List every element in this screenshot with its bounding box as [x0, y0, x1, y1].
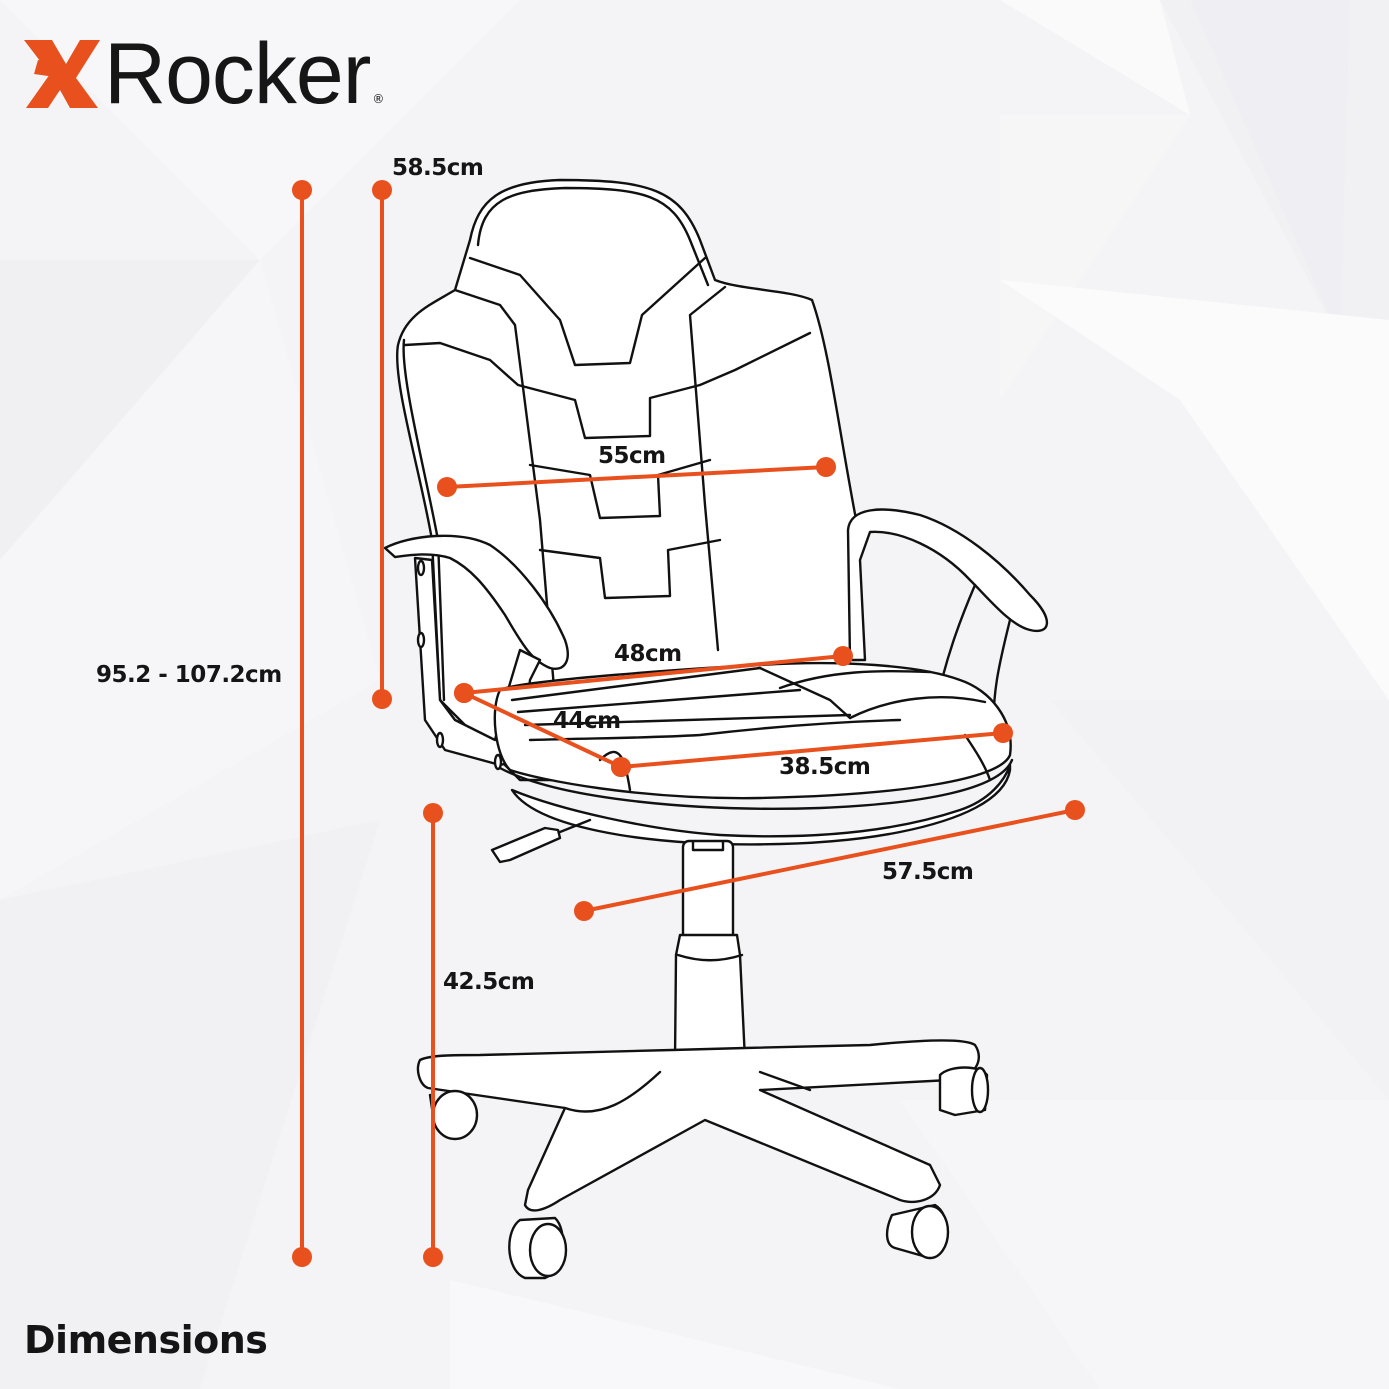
dimension-endpoint-dot	[423, 803, 443, 823]
dimension-endpoint-dot	[833, 646, 853, 666]
tilt-lever	[490, 826, 562, 864]
brand-wordmark: Rocker	[104, 26, 371, 122]
dimension-endpoint-dot	[372, 180, 392, 200]
dimension-endpoint-dot	[292, 1247, 312, 1267]
dimension-seat-height	[423, 803, 443, 1267]
dimension-label-seat-width-rear: 48cm	[614, 641, 682, 667]
dimension-backrest-width	[437, 457, 836, 497]
registered-mark: ®	[372, 92, 385, 106]
dimension-label-base-width: 57.5cm	[882, 859, 974, 885]
chair-base	[416, 1039, 981, 1212]
dimension-line	[463, 654, 844, 695]
dimension-endpoint-dot	[1065, 800, 1085, 820]
dimension-label-backrest-height: 58.5cm	[392, 155, 484, 181]
dimension-label-backrest-width: 55cm	[598, 443, 666, 469]
dimension-endpoint-dot	[437, 477, 457, 497]
brand-logo: Rocker ®	[22, 26, 385, 122]
dimension-line	[583, 808, 1076, 913]
dimension-label-seat-width-front: 38.5cm	[779, 754, 871, 780]
dimension-line	[446, 465, 827, 489]
dimension-backrest-height	[372, 180, 392, 709]
dimension-seat-width-front	[611, 723, 1013, 777]
right-armrest	[846, 508, 1049, 662]
x-mark-icon	[24, 40, 100, 108]
dimension-label-seat-height: 42.5cm	[443, 969, 535, 995]
page-title: Dimensions	[24, 1318, 268, 1362]
dimension-endpoint-dot	[372, 689, 392, 709]
dimension-overall-height	[292, 180, 312, 1267]
dimension-label-seat-depth: 44cm	[553, 708, 621, 734]
dimension-endpoint-dot	[454, 683, 474, 703]
dimension-endpoint-dot	[292, 180, 312, 200]
dimension-line	[463, 691, 622, 769]
seat-underside	[510, 763, 1012, 846]
dimension-endpoint-dot	[816, 457, 836, 477]
dimension-line	[620, 731, 1004, 769]
dimension-endpoint-dot	[611, 757, 631, 777]
dimension-endpoint-dot	[423, 1247, 443, 1267]
dimension-base-width	[574, 800, 1085, 921]
dimension-label-overall-height: 95.2 - 107.2cm	[96, 662, 282, 688]
dimension-endpoint-dot	[993, 723, 1013, 743]
dimension-endpoint-dot	[574, 901, 594, 921]
left-armrest	[383, 534, 569, 670]
